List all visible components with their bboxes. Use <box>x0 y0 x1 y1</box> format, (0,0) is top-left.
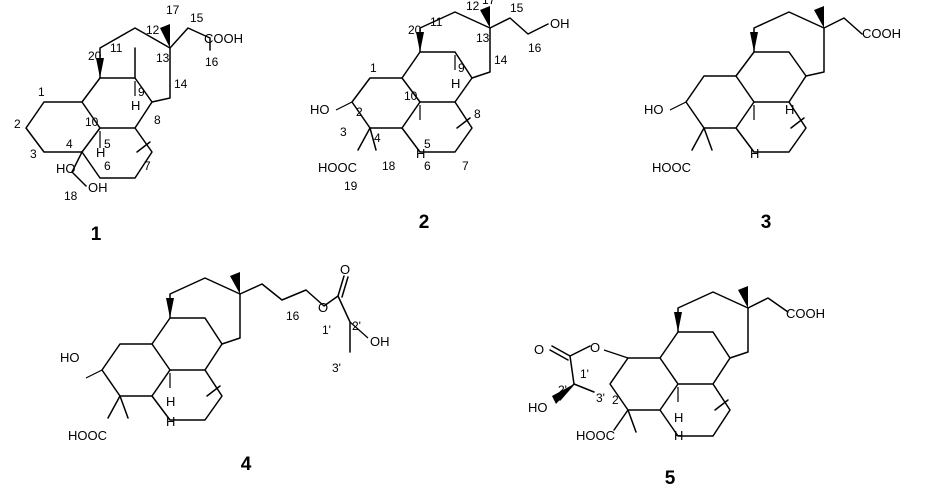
compound-3-group-0: HO <box>644 102 664 117</box>
compound-1-group-2: OH <box>88 180 108 195</box>
compound-5-group-0: O <box>590 340 600 355</box>
compound-1-group-4: H <box>131 98 140 113</box>
compound-5-label: 5 <box>665 468 676 489</box>
compound-2-number-12: 13 <box>476 31 490 45</box>
compound-1-number-12: 13 <box>156 51 170 65</box>
compound-5-group-6: H <box>674 410 683 425</box>
compound-1-number-7: 8 <box>154 113 161 127</box>
compound-4-group-5: H <box>166 414 175 429</box>
compound-1-group-3: H <box>96 145 105 160</box>
compound-5-number-0: 2 <box>612 393 619 407</box>
compound-4-label: 4 <box>241 454 252 475</box>
compound-1-group-0: COOH <box>204 31 243 46</box>
compound-2-group-3: H <box>416 146 425 161</box>
compound-5-group-2: HO <box>528 400 548 415</box>
compound-4-group-4: OH <box>370 334 390 349</box>
compound-1-number-17: 18 <box>64 189 78 203</box>
compound-2-number-16: 17 <box>482 0 496 7</box>
compound-4-number-2: 2' <box>352 319 361 333</box>
compound-2-number-15: 16 <box>528 41 542 55</box>
compound-4-number-3: 3' <box>332 361 341 375</box>
compound-5-number-3: 3' <box>596 391 605 405</box>
compound-2-group-0: HO <box>310 102 330 117</box>
compound-1-group-1: HO <box>56 161 76 176</box>
compound-2-number-19: 20 <box>408 23 422 37</box>
compound-2-number-9: 10 <box>404 89 418 103</box>
compound-5-group-1: O <box>534 342 544 357</box>
compound-2-structure <box>335 6 549 153</box>
compound-1-label: 1 <box>91 224 102 245</box>
compound-2-number-8: 9 <box>458 61 465 75</box>
compound-4-group-1: HOOC <box>68 428 107 443</box>
compound-5-group-5: H <box>674 428 683 443</box>
compound-3-structure <box>669 6 863 153</box>
compound-1-number-0: 1 <box>38 85 45 99</box>
compound-4-group-6: H <box>166 394 175 409</box>
compound-4-group-3: O <box>340 262 350 277</box>
compound-1-number-6: 7 <box>144 159 151 173</box>
compound-1-number-5: 6 <box>104 159 111 173</box>
compound-2-number-17: 18 <box>382 159 396 173</box>
compound-2-number-7: 8 <box>474 107 481 121</box>
compound-1-number-8: 9 <box>138 85 145 99</box>
compound-1-number-9: 10 <box>85 115 99 129</box>
compound-1-structure <box>25 24 211 187</box>
compound-5-structure <box>549 286 789 437</box>
compound-2-number-0: 1 <box>370 61 377 75</box>
compound-1-number-15: 16 <box>205 55 219 69</box>
compound-2-number-10: 11 <box>430 15 443 29</box>
compound-1-number-1: 2 <box>14 117 21 131</box>
compound-2-number-2: 3 <box>340 125 347 139</box>
compound-4-group-0: HO <box>60 350 80 365</box>
compound-1-number-13: 14 <box>174 77 188 91</box>
compound-2-number-18: 19 <box>344 179 358 193</box>
compound-5-number-2: 2' <box>558 383 567 397</box>
compound-4-structure <box>85 272 369 421</box>
compound-2-label: 2 <box>419 212 430 233</box>
compound-4-number-1: 1' <box>322 323 331 337</box>
compound-3-group-4: H <box>785 102 794 117</box>
compound-5-group-4: COOH <box>786 306 825 321</box>
compound-2-group-4: H <box>451 76 460 91</box>
compound-2-number-6: 7 <box>462 159 469 173</box>
compound-1-number-11: 12 <box>146 23 160 37</box>
compound-2-number-1: 2 <box>356 105 363 119</box>
compound-2-number-14: 15 <box>510 1 524 15</box>
compound-1-number-18: 20 <box>88 49 102 63</box>
compound-2-group-2: OH <box>550 16 570 31</box>
compound-1-number-3: 4 <box>66 137 73 151</box>
compound-1-number-14: 15 <box>190 11 204 25</box>
compound-4-group-2: O <box>318 300 328 315</box>
compound-5-number-1: 1' <box>580 367 589 381</box>
compound-1-number-10: 11 <box>110 41 123 55</box>
compound-4-number-0: 16 <box>286 309 300 323</box>
compound-3-group-2: COOH <box>862 26 901 41</box>
compound-1-number-16: 17 <box>166 3 180 17</box>
compound-2-number-13: 14 <box>494 53 508 67</box>
compound-1-number-2: 3 <box>30 147 37 161</box>
compound-3-group-3: H <box>750 146 759 161</box>
compound-3-group-1: HOOC <box>652 160 691 175</box>
compound-5-group-3: HOOC <box>576 428 615 443</box>
compound-2-group-1: HOOC <box>318 160 357 175</box>
compound-2-number-3: 4 <box>374 131 381 145</box>
compound-2-number-11: 12 <box>466 0 480 13</box>
compound-1-number-4: 5 <box>104 137 111 151</box>
compound-2-number-4: 5 <box>424 137 431 151</box>
compound-3-label: 3 <box>761 212 772 233</box>
compound-2-number-5: 6 <box>424 159 431 173</box>
